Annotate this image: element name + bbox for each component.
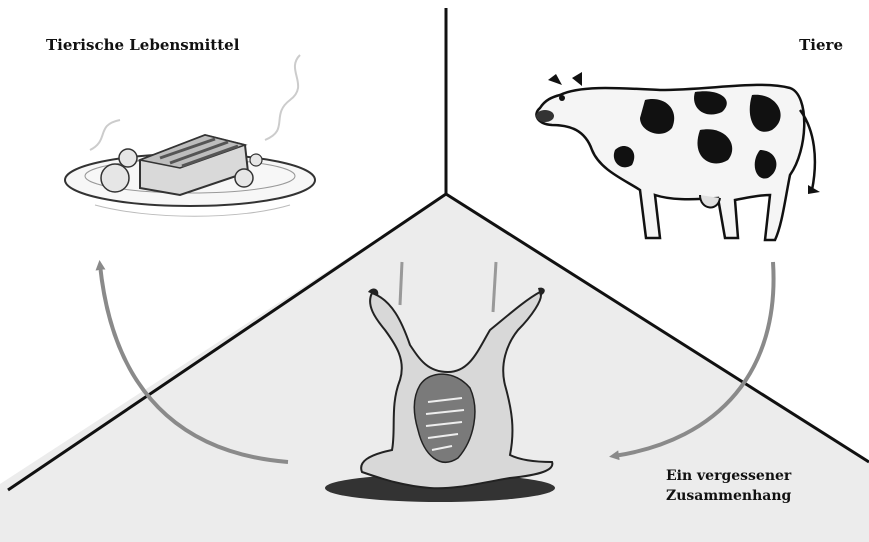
cow-icon <box>536 72 820 240</box>
steak-plate-icon <box>65 55 315 216</box>
label-animal-food: Tierische Lebensmittel <box>46 36 239 54</box>
label-connection-line1: Ein vergessener <box>666 466 791 486</box>
label-connection-line2: Zusammenhang <box>666 486 791 506</box>
label-forgotten-connection: Ein vergessener Zusammenhang <box>666 466 791 506</box>
label-animals: Tiere <box>799 36 843 54</box>
